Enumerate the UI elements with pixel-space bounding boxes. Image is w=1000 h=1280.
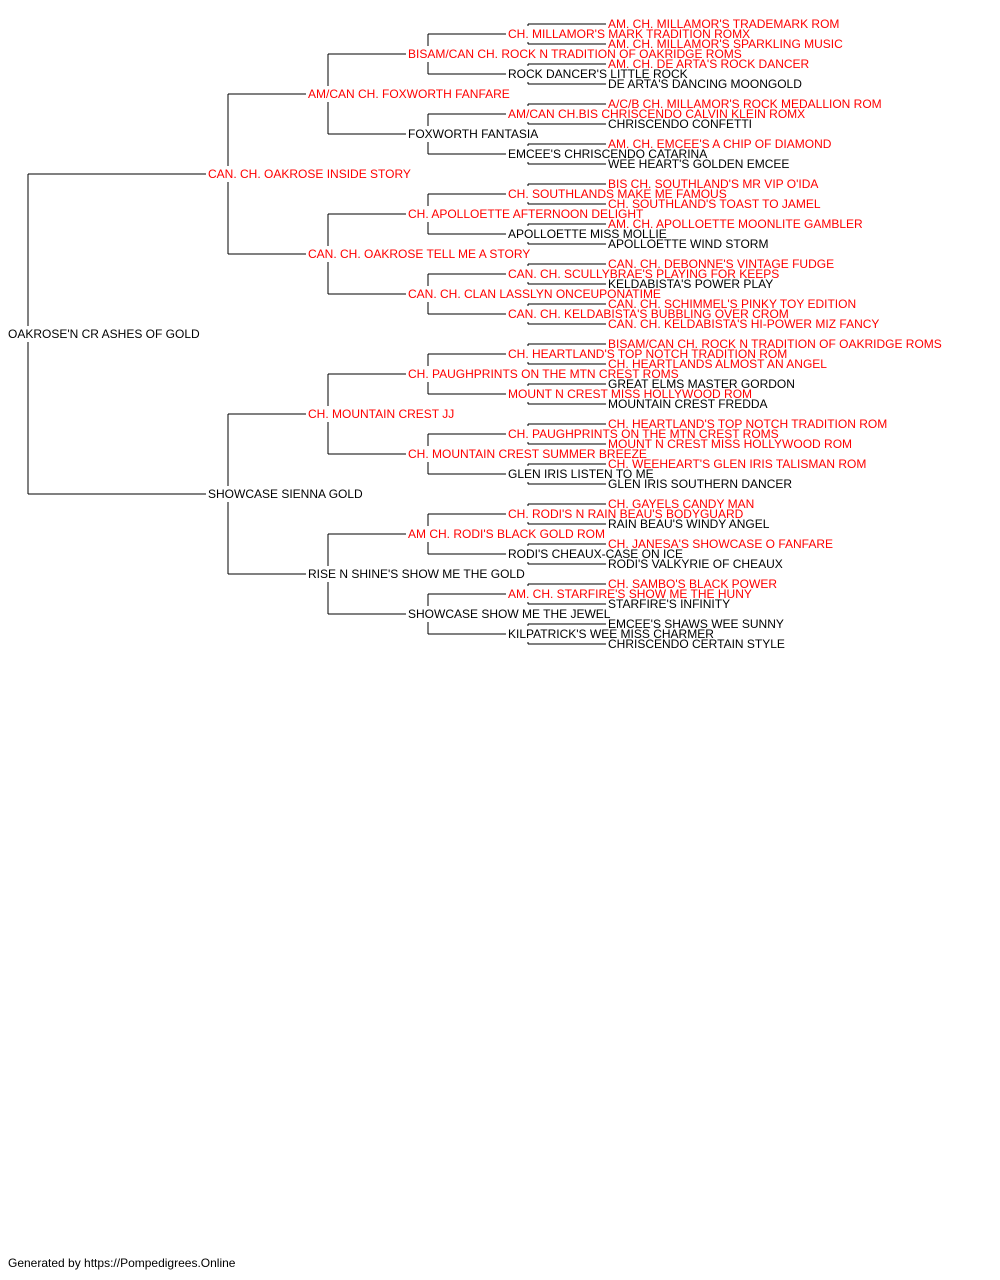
champion-name: CAN. CH. KELDABISTA'S HI-POWER MIZ FANCY bbox=[608, 317, 879, 331]
dog-name: STARFIRE'S INFINITY bbox=[608, 597, 730, 611]
dog-name: SHOWCASE SHOW ME THE JEWEL bbox=[408, 607, 611, 621]
dog-name: SHOWCASE SIENNA GOLD bbox=[208, 487, 363, 501]
champion-name: CH. MOUNTAIN CREST SUMMER BREEZE bbox=[408, 447, 647, 461]
champion-name: CAN. CH. OAKROSE TELL ME A STORY bbox=[308, 247, 530, 261]
champion-name: CH. PAUGHPRINTS ON THE MTN CREST ROMS bbox=[408, 367, 679, 381]
dog-name: RAIN BEAU'S WINDY ANGEL bbox=[608, 517, 770, 531]
champion-name: AM. CH. EMCEE'S A CHIP OF DIAMOND bbox=[608, 137, 832, 151]
dog-name: GREAT ELMS MASTER GORDON bbox=[608, 377, 795, 391]
champion-name: CH. SAMBO'S BLACK POWER bbox=[608, 577, 777, 591]
champion-name: MOUNT N CREST MISS HOLLYWOOD ROM bbox=[608, 437, 852, 451]
champion-name: BISAM/CAN CH. ROCK N TRADITION OF OAKRID… bbox=[608, 337, 942, 351]
dog-name: FOXWORTH FANTASIA bbox=[408, 127, 538, 141]
champion-name: CAN. CH. KELDABISTA'S BUBBLING OVER CROM bbox=[508, 307, 789, 321]
champion-name: AM. CH. STARFIRE'S SHOW ME THE HUNY bbox=[508, 587, 752, 601]
champion-name: CH. SOUTHLAND'S TOAST TO JAMEL bbox=[608, 197, 821, 211]
champion-name: CAN. CH. SCHIMMEL'S PINKY TOY EDITION bbox=[608, 297, 856, 311]
champion-name: CAN. CH. OAKROSE INSIDE STORY bbox=[208, 167, 411, 181]
dog-name: MOUNTAIN CREST FREDDA bbox=[608, 397, 768, 411]
champion-name: CH. HEARTLAND'S TOP NOTCH TRADITION ROM bbox=[608, 417, 887, 431]
champion-name: BIS CH. SOUTHLAND'S MR VIP O'IDA bbox=[608, 177, 818, 191]
dog-name: KELDABISTA'S POWER PLAY bbox=[608, 277, 773, 291]
dog-name: CHRISCENDO CONFETTI bbox=[608, 117, 752, 131]
champion-name: A/C/B CH. MILLAMOR'S ROCK MEDALLION ROM bbox=[608, 97, 882, 111]
dog-name: RODI'S CHEAUX-CASE ON ICE bbox=[508, 547, 683, 561]
champion-name: CH. JANESA'S SHOWCASE O FANFARE bbox=[608, 537, 833, 551]
champion-name: AM/CAN CH.BIS CHRISCENDO CALVIN KLEIN RO… bbox=[508, 107, 805, 121]
champion-name: CH. SOUTHLANDS MAKE ME FAMOUS bbox=[508, 187, 727, 201]
champion-name: AM. CH. APOLLOETTE MOONLITE GAMBLER bbox=[608, 217, 863, 231]
champion-name: CH. WEEHEART'S GLEN IRIS TALISMAN ROM bbox=[608, 457, 866, 471]
dog-name: RODI'S VALKYRIE OF CHEAUX bbox=[608, 557, 783, 571]
dog-name: CHRISCENDO CERTAIN STYLE bbox=[608, 637, 785, 651]
champion-name: AM. CH. MILLAMOR'S TRADEMARK ROM bbox=[608, 17, 839, 31]
champion-name: BISAM/CAN CH. ROCK N TRADITION OF OAKRID… bbox=[408, 47, 742, 61]
champion-name: CH. MILLAMOR'S MARK TRADITION ROMX bbox=[508, 27, 750, 41]
dog-name: EMCEE'S CHRISCENDO CATARINA bbox=[508, 147, 707, 161]
champion-name: AM/CAN CH. FOXWORTH FANFARE bbox=[308, 87, 510, 101]
champion-name: AM. CH. DE ARTA'S ROCK DANCER bbox=[608, 57, 810, 71]
champion-name: CH. PAUGHPRINTS ON THE MTN CREST ROMS bbox=[508, 427, 779, 441]
champion-name: CAN. CH. CLAN LASSLYN ONCEUPONATIME bbox=[408, 287, 661, 301]
champion-name: CH. HEARTLAND'S TOP NOTCH TRADITION ROM bbox=[508, 347, 787, 361]
champion-name: AM CH. RODI'S BLACK GOLD ROM bbox=[408, 527, 605, 541]
champion-name: CH. RODI'S N RAIN BEAU'S BODYGUARD bbox=[508, 507, 744, 521]
dog-name: EMCEE'S SHAWS WEE SUNNY bbox=[608, 617, 784, 631]
champion-name: CH. HEARTLANDS ALMOST AN ANGEL bbox=[608, 357, 827, 371]
dog-name: RISE N SHINE'S SHOW ME THE GOLD bbox=[308, 567, 525, 581]
champion-name: CH. APOLLOETTE AFTERNOON DELIGHT bbox=[408, 207, 644, 221]
champion-name: MOUNT N CREST MISS HOLLYWOOD ROM bbox=[508, 387, 752, 401]
champion-name: AM. CH. MILLAMOR'S SPARKLING MUSIC bbox=[608, 37, 843, 51]
dog-name: WEE HEART'S GOLDEN EMCEE bbox=[608, 157, 789, 171]
champion-name: CH. GAYELS CANDY MAN bbox=[608, 497, 754, 511]
footer-credit: Generated by https://Pompedigrees.Online bbox=[8, 1256, 236, 1270]
champion-name: CAN. CH. SCULLYBRAE'S PLAYING FOR KEEPS bbox=[508, 267, 779, 281]
dog-name: ROCK DANCER'S LITTLE ROCK bbox=[508, 67, 688, 81]
dog-name: KILPATRICK'S WEE MISS CHARMER bbox=[508, 627, 714, 641]
dog-name: GLEN IRIS SOUTHERN DANCER bbox=[608, 477, 792, 491]
dog-name: GLEN IRIS LISTEN TO ME bbox=[508, 467, 654, 481]
dog-name: OAKROSE'N CR ASHES OF GOLD bbox=[8, 327, 200, 341]
champion-name: CH. MOUNTAIN CREST JJ bbox=[308, 407, 454, 421]
dog-name: APOLLOETTE MISS MOLLIE bbox=[508, 227, 667, 241]
dog-name: DE ARTA'S DANCING MOONGOLD bbox=[608, 77, 802, 91]
dog-name: APOLLOETTE WIND STORM bbox=[608, 237, 768, 251]
champion-name: CAN. CH. DEBONNE'S VINTAGE FUDGE bbox=[608, 257, 834, 271]
